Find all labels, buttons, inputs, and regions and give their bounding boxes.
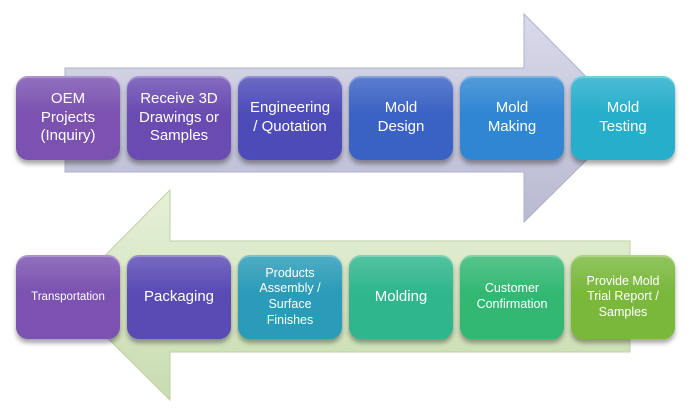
bottom-left-arrow (64, 188, 631, 402)
step-packaging: Packaging (127, 255, 231, 339)
step-products-assembly: Products Assembly / Surface Finishes (238, 255, 342, 339)
step-mold-testing: Mold Testing (571, 76, 675, 160)
top-right-arrow (64, 12, 629, 224)
step-engineering-quotation: Engineering / Quotation (238, 76, 342, 160)
step-transportation: Transportation (16, 255, 120, 339)
step-molding: Molding (349, 255, 453, 339)
step-receive-drawings: Receive 3D Drawings or Samples (127, 76, 231, 160)
step-customer-confirmation: Customer Confirmation (460, 255, 564, 339)
step-mold-design: Mold Design (349, 76, 453, 160)
step-provide-mold-trial-report: Provide Mold Trial Report / Samples (571, 255, 675, 339)
step-mold-making: Mold Making (460, 76, 564, 160)
step-oem-projects: OEM Projects (Inquiry) (16, 76, 120, 160)
